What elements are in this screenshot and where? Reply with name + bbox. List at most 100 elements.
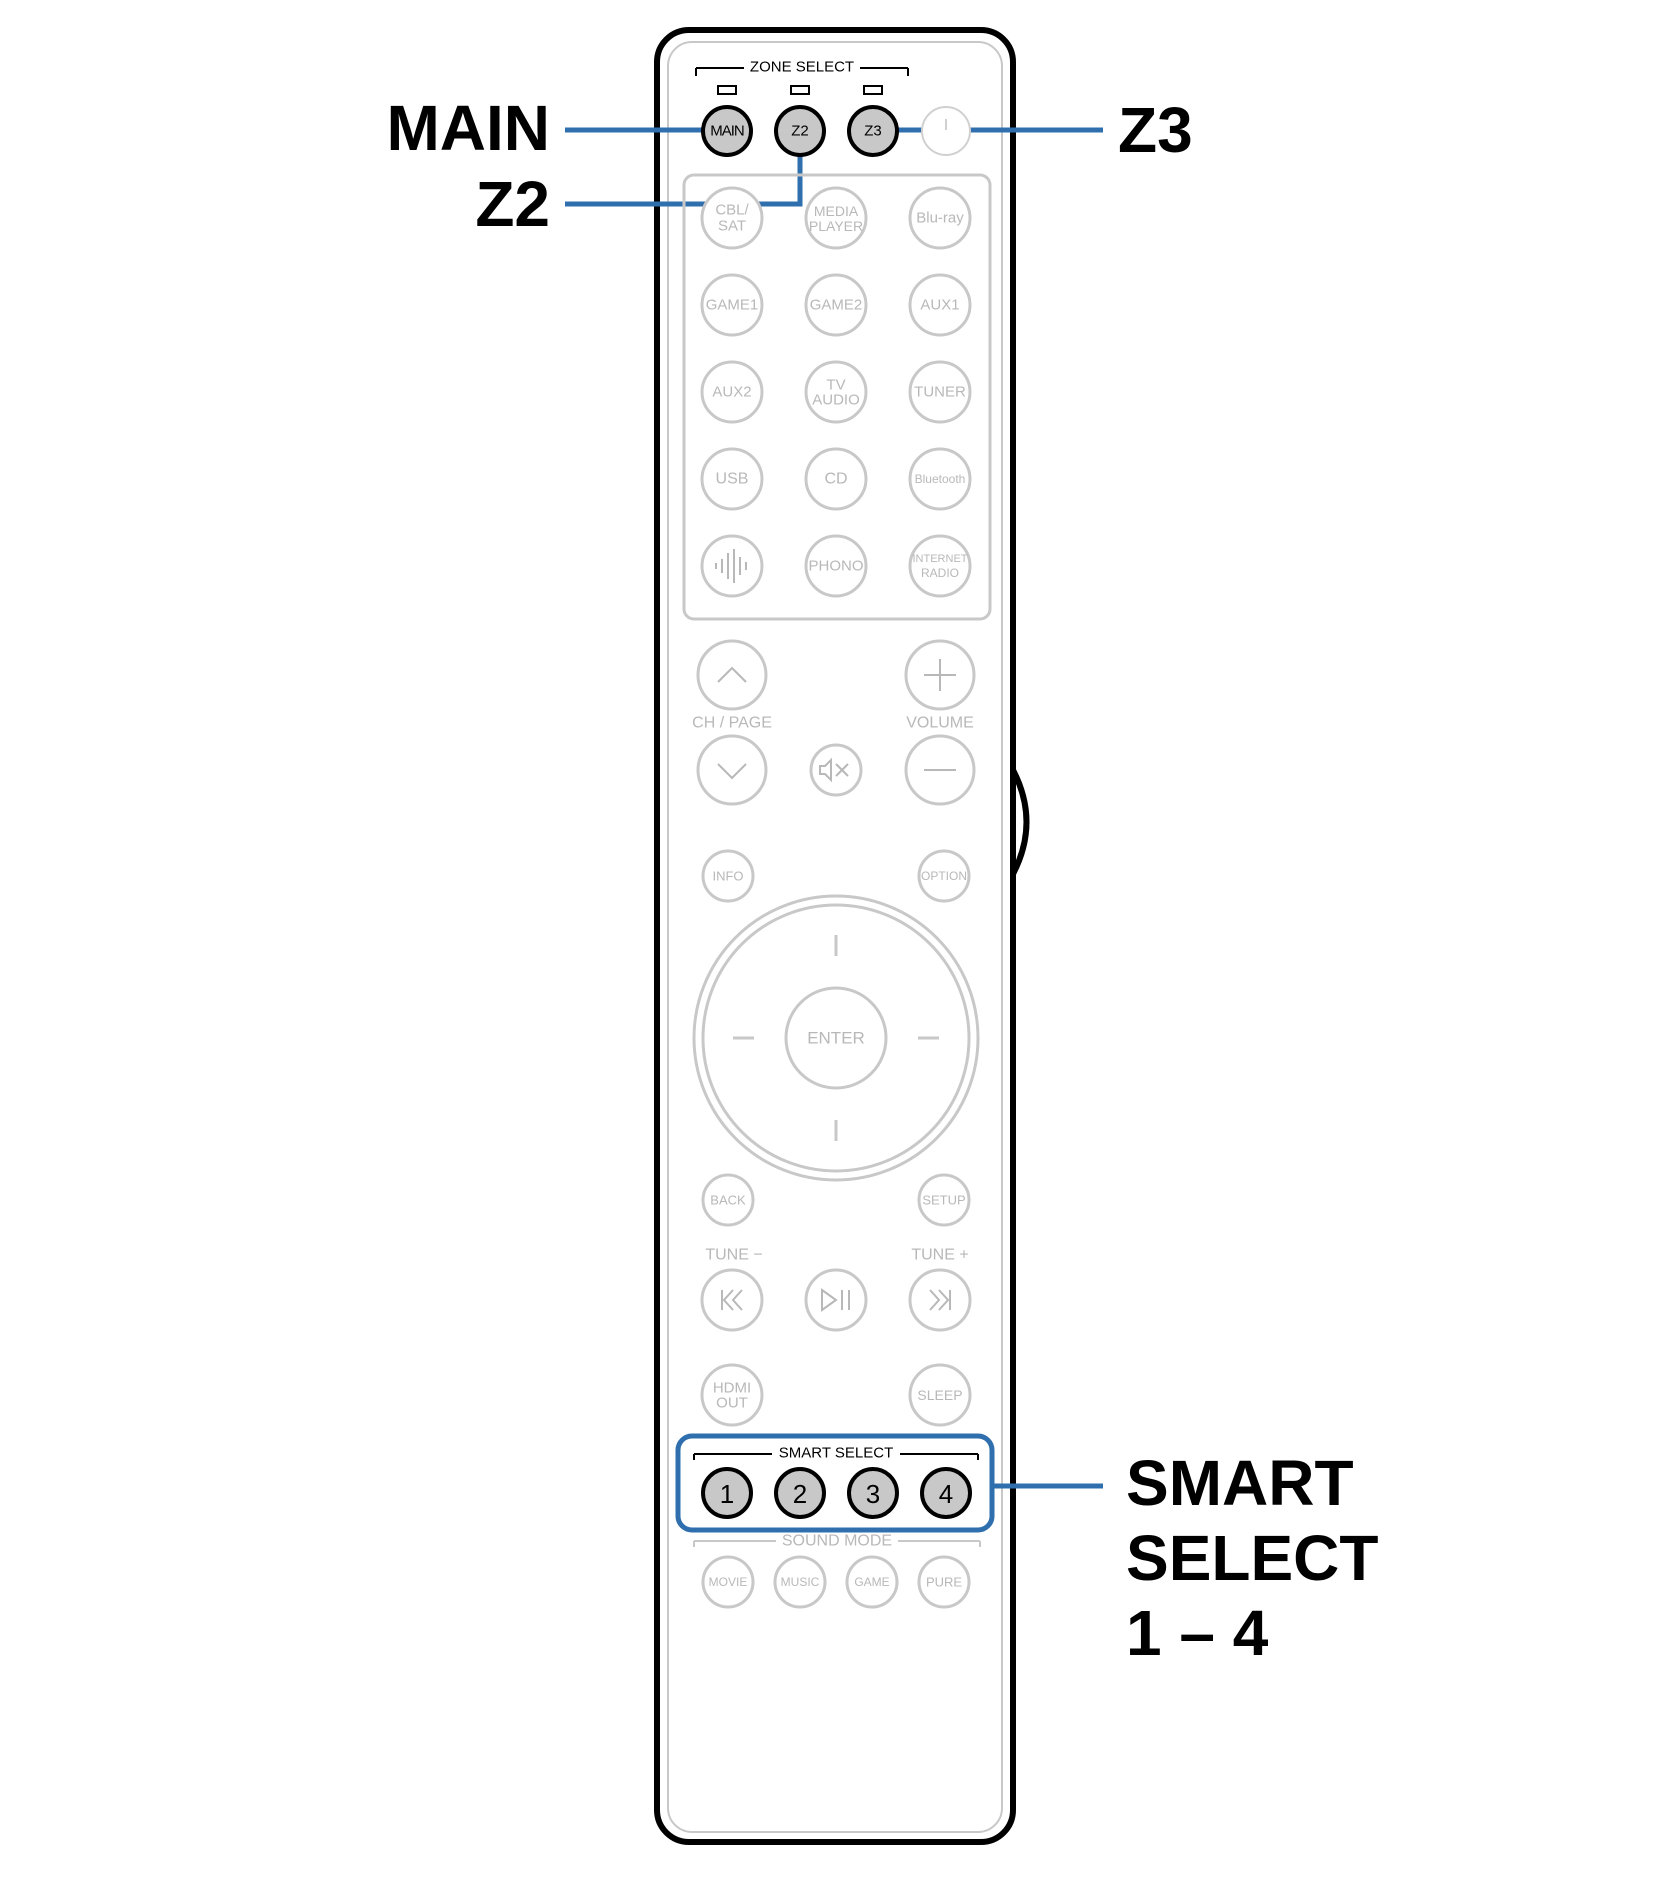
mute-button[interactable] bbox=[809, 743, 863, 797]
svg-text:3: 3 bbox=[866, 1479, 880, 1509]
smart-select-4-button[interactable]: 4 bbox=[920, 1467, 972, 1519]
cbl-sat-button[interactable] bbox=[700, 186, 764, 250]
phono-label: PHONO bbox=[808, 558, 863, 575]
volume-label: VOLUME bbox=[906, 715, 974, 732]
back-button[interactable] bbox=[701, 1173, 755, 1227]
svg-text:1: 1 bbox=[720, 1479, 734, 1509]
bluetooth-button[interactable] bbox=[908, 447, 972, 511]
tv-audio-label-1: TV bbox=[826, 377, 845, 394]
sound-mode-buttons bbox=[701, 1555, 971, 1609]
svg-text:4: 4 bbox=[939, 1479, 953, 1509]
game1-button[interactable] bbox=[700, 273, 764, 337]
movie-label: MOVIE bbox=[709, 1575, 748, 1589]
ch-page-up-button[interactable] bbox=[696, 639, 768, 711]
info-label: INFO bbox=[712, 869, 743, 884]
music-button[interactable] bbox=[773, 1555, 827, 1609]
smart-select-1-button[interactable]: 1 bbox=[701, 1467, 753, 1519]
heos-icon bbox=[715, 549, 747, 583]
callout-main: MAIN bbox=[386, 92, 550, 164]
callout-line-z2 bbox=[565, 153, 803, 207]
cbl-sat-label-2: SAT bbox=[718, 218, 746, 235]
svg-text:Z2: Z2 bbox=[791, 123, 809, 140]
game-button[interactable] bbox=[845, 1555, 899, 1609]
side-volume-bump bbox=[1010, 768, 1030, 876]
smart-select-title: SMART SELECT bbox=[779, 1445, 893, 1462]
internet-radio-label-2: RADIO bbox=[921, 566, 959, 580]
internet-radio-button[interactable] bbox=[908, 534, 972, 598]
usb-label: USB bbox=[716, 471, 749, 488]
tv-audio-label-2: AUDIO bbox=[812, 392, 860, 409]
bluray-button[interactable] bbox=[908, 186, 972, 250]
zone-select-section: ZONE SELECT bbox=[695, 59, 909, 95]
movie-button[interactable] bbox=[701, 1555, 755, 1609]
zone-led-main bbox=[717, 85, 737, 95]
zone-select-title: ZONE SELECT bbox=[750, 59, 854, 76]
game2-label: GAME2 bbox=[810, 297, 863, 314]
tv-audio-button[interactable] bbox=[804, 360, 868, 424]
media-player-button[interactable] bbox=[804, 186, 868, 250]
plus-icon bbox=[924, 659, 956, 691]
power-button[interactable] bbox=[921, 106, 971, 156]
aux2-button[interactable] bbox=[700, 360, 764, 424]
mute-icon bbox=[819, 757, 849, 783]
transport-buttons bbox=[700, 1268, 972, 1332]
remote-inner-outline bbox=[667, 41, 1003, 1833]
smart-select-2-button[interactable]: 2 bbox=[774, 1467, 826, 1519]
heos-button[interactable] bbox=[700, 534, 764, 598]
main-zone-button[interactable]: MAIN bbox=[701, 105, 753, 157]
smart-select-highlight bbox=[675, 1433, 995, 1533]
tuner-button[interactable] bbox=[908, 360, 972, 424]
z2-zone-button[interactable]: Z2 bbox=[774, 105, 826, 157]
setup-label: SETUP bbox=[922, 1193, 965, 1208]
z3-zone-button[interactable]: Z3 bbox=[847, 105, 899, 157]
input-buttons bbox=[700, 186, 972, 598]
zone-led-z2 bbox=[790, 85, 810, 95]
play-pause-icon bbox=[821, 1288, 850, 1312]
aux1-button[interactable] bbox=[908, 273, 972, 337]
cd-button[interactable] bbox=[804, 447, 868, 511]
back-label: BACK bbox=[710, 1193, 746, 1208]
tune-plus-label: TUNE + bbox=[911, 1247, 968, 1264]
svg-text:2: 2 bbox=[793, 1479, 807, 1509]
sleep-label: SLEEP bbox=[917, 1387, 962, 1403]
chevron-down-icon bbox=[717, 763, 747, 780]
setup-button[interactable] bbox=[917, 1173, 971, 1227]
enter-button[interactable] bbox=[784, 986, 888, 1090]
music-label: MUSIC bbox=[781, 1575, 820, 1589]
game-label: GAME bbox=[854, 1575, 889, 1589]
ch-page-label: CH / PAGE bbox=[692, 715, 772, 732]
callout-smart-line3: 1 – 4 bbox=[1126, 1597, 1269, 1669]
sound-mode-title: SOUND MODE bbox=[782, 1533, 892, 1550]
hdmi-out-button[interactable] bbox=[700, 1363, 764, 1427]
sound-mode-bracket bbox=[693, 1540, 981, 1547]
chevron-up-icon bbox=[717, 666, 747, 683]
skip-forward-icon bbox=[929, 1289, 951, 1311]
game2-button[interactable] bbox=[804, 273, 868, 337]
ch-page-down-button[interactable] bbox=[696, 734, 768, 806]
callout-z3: Z3 bbox=[1118, 94, 1193, 166]
tune-minus-label: TUNE − bbox=[705, 1247, 762, 1264]
usb-button[interactable] bbox=[700, 447, 764, 511]
media-player-label-2: PLAYER bbox=[809, 218, 863, 234]
pure-button[interactable] bbox=[917, 1555, 971, 1609]
info-button[interactable] bbox=[701, 849, 755, 903]
bluetooth-label: Bluetooth bbox=[915, 472, 966, 486]
aux2-label: AUX2 bbox=[712, 384, 751, 401]
hdmi-out-label-1: HDMI bbox=[713, 1380, 751, 1397]
internet-radio-label-1: INTERNET bbox=[913, 553, 968, 565]
tuner-label: TUNER bbox=[914, 384, 966, 401]
cbl-sat-label-1: CBL/ bbox=[715, 202, 749, 219]
media-player-label-1: MEDIA bbox=[814, 203, 859, 219]
smart-select-3-button[interactable]: 3 bbox=[847, 1467, 899, 1519]
phono-button[interactable] bbox=[804, 534, 868, 598]
smart-select-bracket bbox=[693, 1453, 979, 1460]
option-button[interactable] bbox=[917, 849, 971, 903]
enter-label: ENTER bbox=[807, 1029, 865, 1048]
sleep-button[interactable] bbox=[908, 1363, 972, 1427]
bluray-label: Blu-ray bbox=[916, 210, 964, 227]
input-panel bbox=[682, 173, 992, 621]
cd-label: CD bbox=[824, 471, 847, 488]
skip-back-icon bbox=[721, 1289, 743, 1311]
callout-smart-line2: SELECT bbox=[1126, 1522, 1378, 1594]
